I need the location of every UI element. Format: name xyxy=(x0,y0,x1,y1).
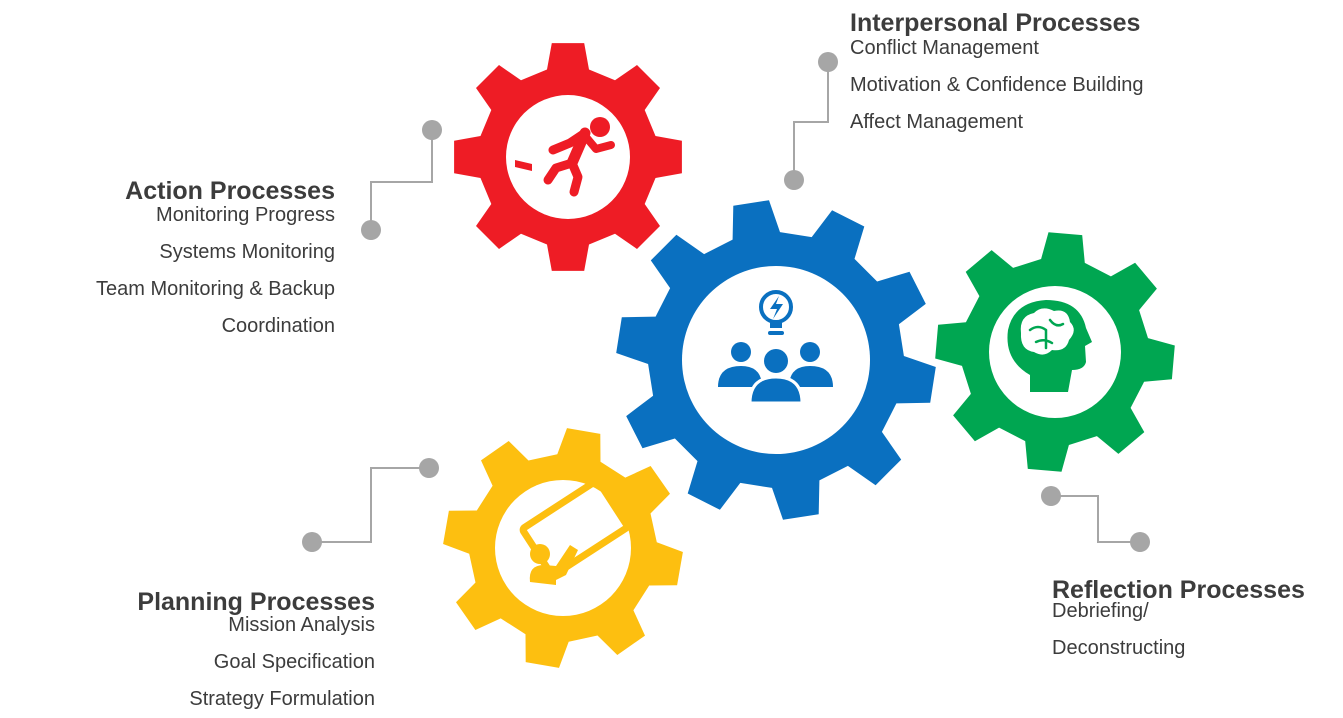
action-processes-list: Monitoring Progress Systems Monitoring T… xyxy=(96,197,335,345)
brain-head-icon xyxy=(1007,300,1092,392)
list-item: Debriefing/ xyxy=(1052,600,1149,622)
reflection-processes-list: Debriefing/ Deconstructing xyxy=(1052,593,1185,667)
list-item: Monitoring Progress xyxy=(156,204,335,226)
list-item: Goal Specification xyxy=(213,651,375,673)
interpersonal-processes-title: Interpersonal Processes xyxy=(850,9,1141,37)
action-processes-title: Action Processes xyxy=(125,177,335,205)
connector-action xyxy=(361,120,442,240)
interpersonal-processes-list: Conflict Management Motivation & Confide… xyxy=(850,30,1144,141)
running-person-icon xyxy=(515,117,615,197)
list-item: Affect Management xyxy=(850,111,1024,133)
connector-planning xyxy=(302,458,439,552)
list-item: Deconstructing xyxy=(1052,637,1186,659)
gear-planning xyxy=(443,428,683,668)
list-item: Motivation & Confidence Building xyxy=(850,74,1144,96)
team-idea-icon xyxy=(718,290,833,405)
gear-action xyxy=(454,43,682,271)
presentation-icon xyxy=(519,477,631,585)
list-item: Team Monitoring & Backup xyxy=(95,278,335,300)
list-item: Coordination xyxy=(221,315,335,337)
list-item: Strategy Formulation xyxy=(189,688,375,710)
connector-interpersonal xyxy=(784,52,838,190)
planning-processes-list: Mission Analysis Goal Specification Stra… xyxy=(189,607,375,718)
list-item: Mission Analysis xyxy=(228,614,375,636)
planning-processes-title: Planning Processes xyxy=(137,588,375,616)
connector-reflection xyxy=(1041,486,1150,552)
list-item: Systems Monitoring xyxy=(159,241,335,263)
reflection-processes-title: Reflection Processes xyxy=(1052,576,1305,604)
list-item: Conflict Management xyxy=(850,37,1039,59)
